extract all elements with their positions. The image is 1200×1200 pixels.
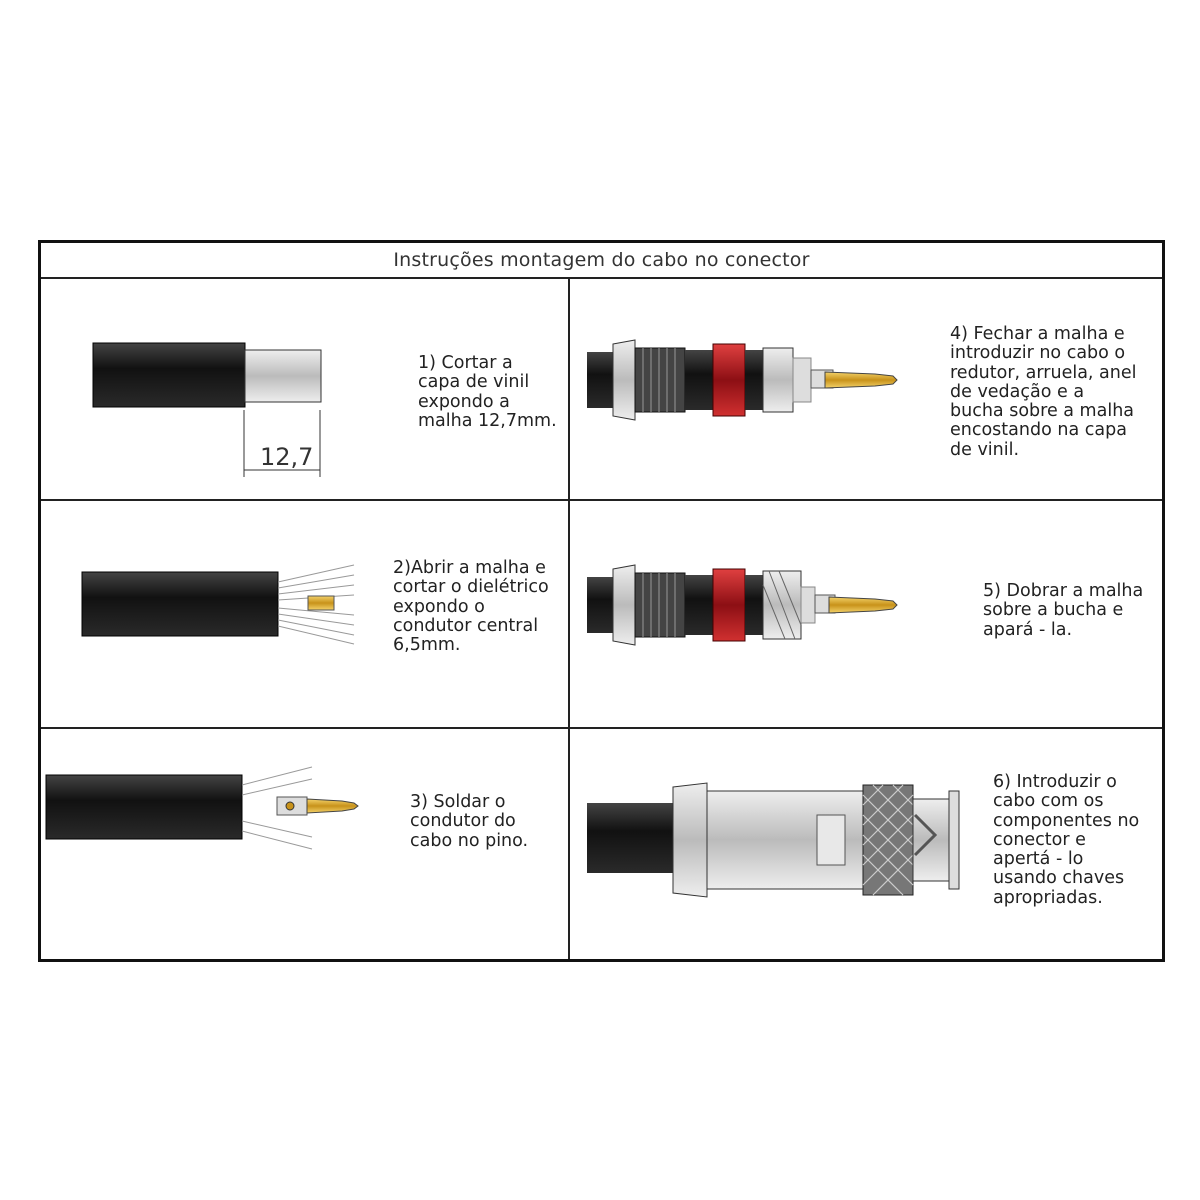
instruction-line: cabo no pino. (410, 830, 529, 851)
instruction-line: 3) Soldar o (410, 792, 506, 812)
instruction-line: cabo com os (993, 791, 1104, 812)
instruction-line: cortar o dielétrico (393, 577, 549, 598)
instruction-line: expondo o (393, 596, 485, 617)
instruction-line: apropriadas. (993, 887, 1103, 908)
instruction-line: 4) Fechar a malha e (950, 324, 1125, 344)
instruction-line: 6) Introduzir o (993, 772, 1117, 792)
step5-connector-illustration (587, 564, 898, 646)
instruction-line: de vedação e a (950, 381, 1085, 402)
instruction-line: 1) Cortar a (418, 353, 513, 373)
instruction-line: 6,5mm. (393, 635, 461, 656)
step1-cable-illustration: 12,7 (92, 342, 322, 477)
table-title: Instruções montagem do cabo no conector (41, 243, 1162, 279)
instruction-line: de vinil. (950, 439, 1020, 460)
instruction-line: apará - la. (983, 619, 1073, 640)
instruction-line: bucha sobre a malha (950, 401, 1135, 422)
instruction-line: capa de vinil (418, 372, 530, 393)
instruction-line: 5) Dobrar a malha (983, 581, 1144, 601)
step6-bnc-connector-illustration (587, 782, 960, 898)
instruction-line: apertá - lo (993, 849, 1084, 870)
instruction-line: redutor, arruela, anel (950, 362, 1137, 383)
instruction-line: introduzir no cabo o (950, 343, 1126, 364)
instruction-line: malha 12,7mm. (418, 410, 557, 431)
instruction-line: condutor do (410, 811, 516, 832)
instruction-line: expondo a (418, 391, 510, 412)
step2-cable-illustration (81, 564, 355, 645)
instruction-line: condutor central (393, 615, 539, 636)
instruction-line: conector e (993, 829, 1086, 850)
dimension-label: 12,7 (260, 443, 313, 471)
column-divider (568, 278, 570, 959)
step3-cable-illustration (45, 766, 359, 850)
instruction-line: 2)Abrir a malha e (393, 558, 546, 578)
instruction-line: usando chaves (993, 868, 1125, 889)
row-divider (41, 727, 1162, 729)
row-divider (41, 499, 1162, 501)
step4-connector-illustration (587, 339, 898, 421)
instruction-line: sobre a bucha e (983, 600, 1124, 621)
instruction-line: encostando na capa (950, 420, 1127, 441)
instruction-line: componentes no (993, 810, 1140, 831)
